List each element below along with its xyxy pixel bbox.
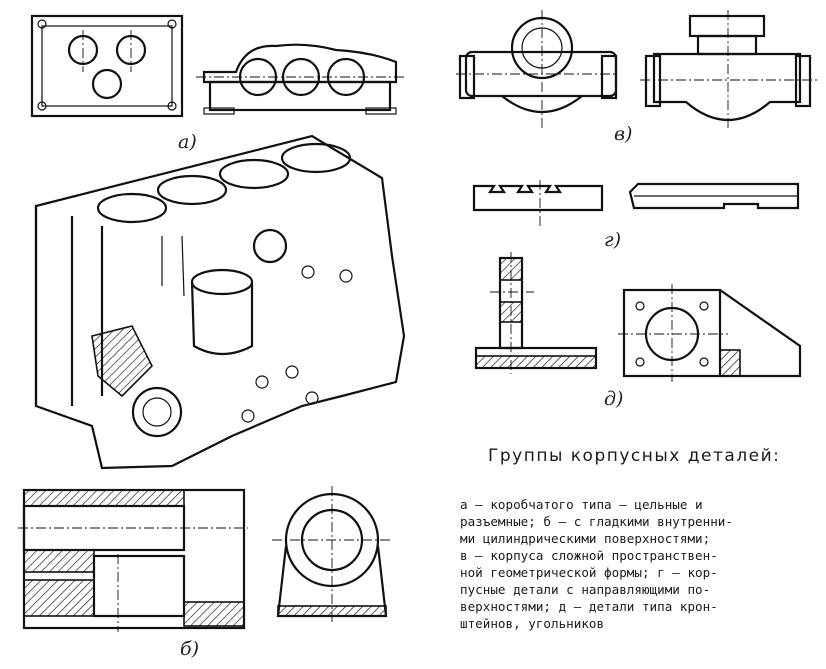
figure-g-flat-guide xyxy=(628,182,800,210)
label-g: г) xyxy=(604,229,622,251)
figure-a-split-housing xyxy=(196,43,404,115)
label-d: д) xyxy=(604,388,624,410)
caption-line: ми цилиндрическими поверхностями; xyxy=(460,531,711,546)
figure-b-engine-block xyxy=(34,134,406,470)
caption-line: штейнов, угольников xyxy=(460,616,605,631)
caption-line: верхностями; д — детали типа крон- xyxy=(460,599,718,614)
label-b: б) xyxy=(180,638,200,660)
caption-line: в — корпуса сложной пространствен- xyxy=(460,548,718,563)
caption-line: разъемные; б — с гладкими внутренни- xyxy=(460,514,733,529)
figure-v-tee-right xyxy=(640,10,820,128)
caption-line: а — коробчатого типа — цельные и xyxy=(460,497,703,512)
figure-v-tee-left xyxy=(456,10,618,128)
figure-a-box-plate xyxy=(30,14,184,118)
figure-g-dovetail-guide xyxy=(472,180,604,228)
caption-line: пусные детали с направляющими по- xyxy=(460,582,711,597)
figure-caption: а — коробчатого типа — цельные и разъемн… xyxy=(460,496,820,632)
figure-b-bearing-support xyxy=(272,486,392,624)
label-v: в) xyxy=(614,123,633,145)
figure-title: Группы корпусных деталей: xyxy=(488,446,781,466)
figure-d-bracket-plan xyxy=(618,284,802,382)
caption-line: ной геометрической формы; г — кор- xyxy=(460,565,718,580)
label-a: а) xyxy=(178,131,197,153)
figure-d-bracket-section xyxy=(474,252,598,374)
figure-b-housing-section xyxy=(18,488,248,632)
